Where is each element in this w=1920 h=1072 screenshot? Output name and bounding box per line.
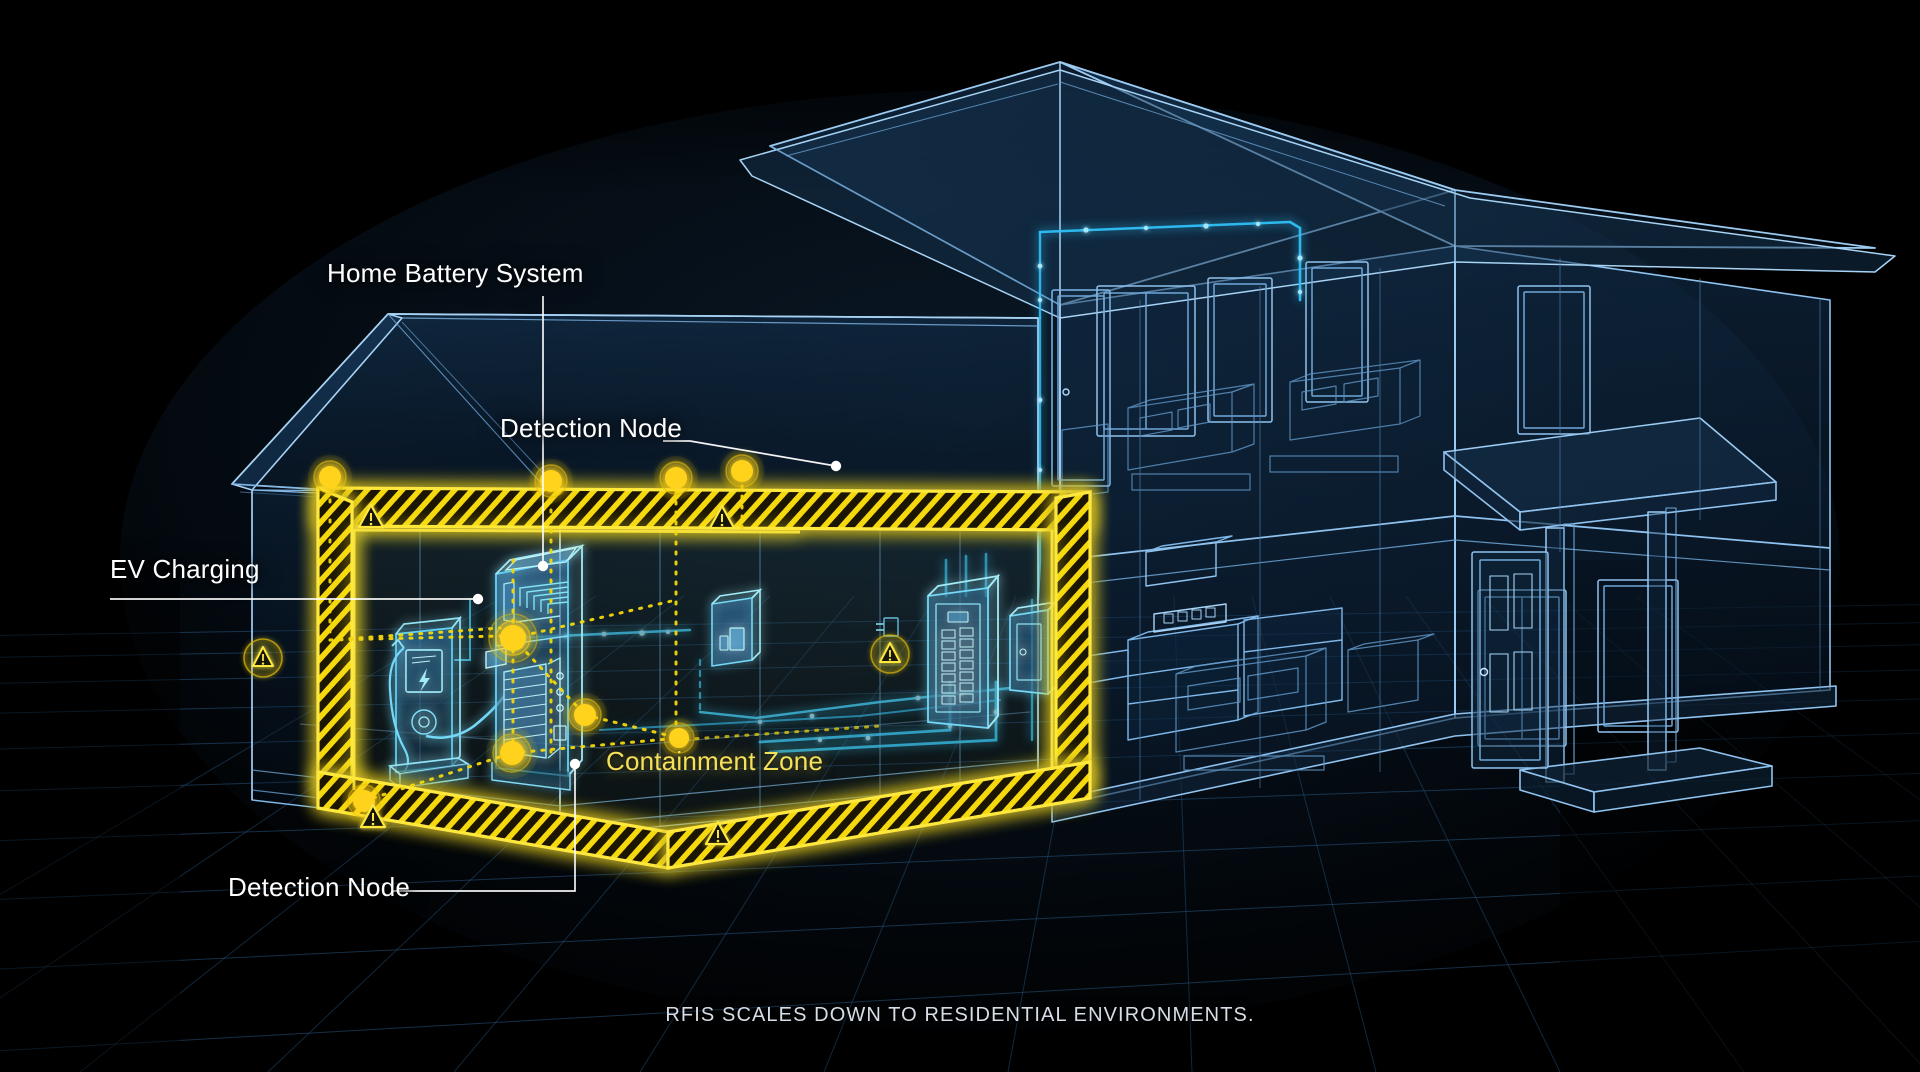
garage-roof [231, 313, 1039, 513]
warning-triangle-icon [357, 503, 385, 529]
warning-triangle-icon [708, 504, 736, 530]
detection-node[interactable] [483, 608, 543, 668]
detection-node[interactable] [659, 718, 699, 758]
leader-detection-node-bottom [392, 764, 576, 892]
detection-node[interactable] [720, 449, 764, 493]
leader-detection-node-top [663, 440, 837, 467]
wall-inverter [711, 588, 763, 667]
containment-inner-rail [352, 528, 1054, 790]
battery-connector-port [485, 647, 507, 669]
upper-floor-doors [1051, 289, 1111, 487]
ground-floor-furniture [1175, 633, 1435, 771]
upper-floor-furniture [1061, 359, 1421, 499]
main-roof [739, 61, 1896, 319]
junction-box [1009, 599, 1059, 695]
containment-tether-network [328, 484, 882, 803]
containment-band-bottom-right [666, 760, 1092, 870]
warning-triangle-icon [243, 638, 283, 678]
structural-studs [1139, 258, 1821, 800]
detection-node[interactable] [563, 693, 607, 737]
hazard-warning-markers [243, 503, 910, 846]
conduit-roof-run [1038, 220, 1302, 302]
leader-endpoint-dots [472, 460, 842, 770]
breaker-panel [927, 573, 1001, 729]
ev-charger-pedestal [387, 615, 506, 790]
warning-triangle-icon [704, 820, 732, 846]
detection-node[interactable] [308, 455, 352, 499]
warning-triangle-icon [359, 803, 387, 829]
warning-triangle-icon [870, 634, 910, 674]
breaker-rows [941, 627, 974, 705]
lightning-bolt-icon [419, 668, 430, 692]
detection-node[interactable] [486, 727, 538, 779]
front-door [1471, 551, 1549, 769]
detection-node[interactable] [654, 456, 698, 500]
porch [1443, 417, 1777, 813]
